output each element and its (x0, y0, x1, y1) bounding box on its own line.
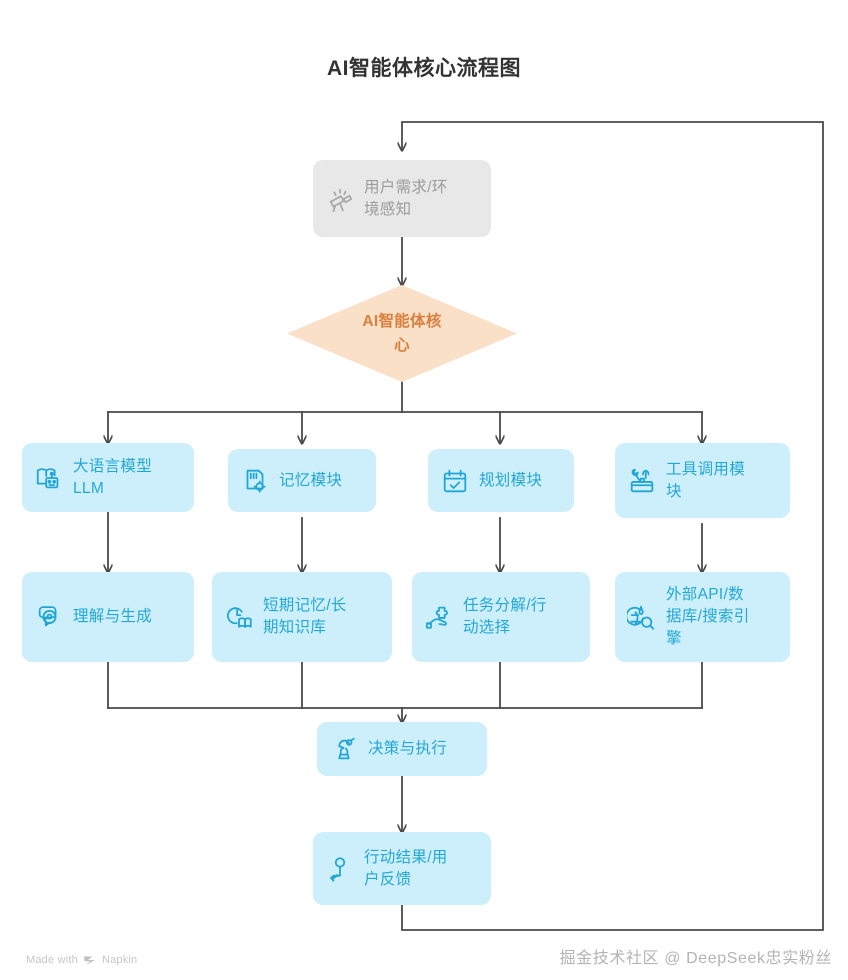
telescope-icon (329, 188, 353, 212)
calendar-check-icon (443, 469, 467, 492)
node-understanding-generation[interactable]: 理解与生成 (22, 572, 194, 662)
node-user-request[interactable]: 用户需求/环 境感知 (313, 160, 491, 237)
watermark-text: 掘金技术社区 @ DeepSeek忠实粉丝 (559, 950, 832, 967)
memory-card-gear-icon (246, 469, 266, 493)
node-task-decomposition[interactable]: 任务分解/行 动选择 (412, 572, 590, 662)
node-memory-store[interactable]: 短期记忆/长 期知识库 (212, 572, 392, 662)
node-label: AI智能体核 心 (362, 313, 442, 354)
node-planning-module[interactable]: 规划模块 (428, 449, 574, 512)
hand-puzzle-icon (425, 606, 448, 629)
diamond-shape (287, 285, 517, 382)
llm-robot-icon (36, 467, 59, 488)
node-tool-invocation-module[interactable]: 工具调用模 块 (615, 443, 790, 518)
node-label: 任务分解/行 动选择 (463, 597, 547, 636)
node-label: 工具调用模 块 (666, 460, 746, 500)
node-ai-core[interactable]: AI智能体核 心 (287, 285, 517, 382)
node-external-resources[interactable]: 外部API/数 据库/搜索引 擎 (615, 572, 790, 662)
brand-name-label: Napkin (101, 954, 138, 966)
node-label: 行动结果/用 户反馈 (364, 848, 448, 888)
node-label: 记忆模块 (279, 471, 343, 489)
node-decision-execution[interactable]: 决策与执行 (317, 722, 487, 776)
node-label: 决策与执行 (368, 740, 448, 757)
brand-prefix-label: Made with (26, 954, 78, 966)
node-label: 外部API/数 据库/搜索引 擎 (666, 586, 750, 647)
clock-book-icon (226, 607, 252, 628)
node-memory-module[interactable]: 记忆模块 (228, 449, 376, 512)
node-action-result[interactable]: 行动结果/用 户反馈 (313, 832, 491, 905)
node-label: 大语言模型 LLM (73, 457, 153, 497)
node-label: 理解与生成 (73, 608, 153, 625)
chess-robot-icon (338, 737, 355, 760)
node-label: 规划模块 (479, 471, 543, 489)
globe-search-icon (627, 605, 655, 630)
node-label: 短期记忆/长 期知识库 (263, 597, 347, 636)
page-title: AI智能体核心流程图 (327, 57, 521, 80)
person-feedback-icon (330, 856, 346, 882)
napkin-branding: Made with Napkin (26, 954, 137, 966)
napkin-logo-icon (83, 956, 95, 965)
toolbox-icon (630, 468, 654, 492)
node-label: 用户需求/环 境感知 (364, 178, 448, 218)
node-llm-module[interactable]: 大语言模型 LLM (22, 443, 194, 512)
chat-bubbles-icon (38, 606, 57, 627)
